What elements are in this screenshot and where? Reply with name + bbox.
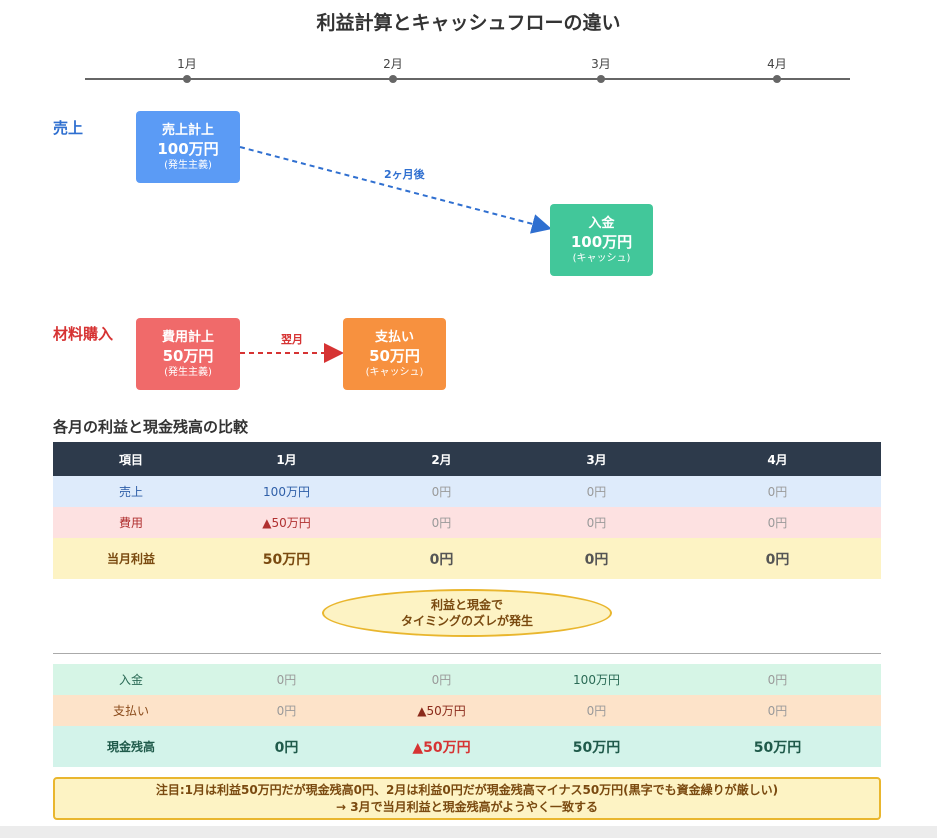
inflow-cell-4: 0円 bbox=[674, 664, 881, 695]
purchase-delay-label: 翌月 bbox=[281, 333, 303, 346]
cash-balance-cell-2: ▲50万円 bbox=[364, 726, 519, 767]
sales-record-amount: 100万円 bbox=[157, 139, 219, 158]
sales-cash-amount: 100万円 bbox=[570, 232, 633, 251]
key-point-line-2: → 3月で当月利益と現金残高がようやく一致する bbox=[336, 799, 598, 814]
inflow-cell-1: 0円 bbox=[209, 664, 364, 695]
cash-balance-cell-1: 0円 bbox=[209, 726, 364, 767]
section-divider bbox=[53, 653, 881, 654]
timing-gap-line-1: 利益と現金で bbox=[430, 598, 503, 612]
sales-record-basis: (発生主義) bbox=[164, 159, 212, 171]
timing-gap-line-2: タイミングのズレが発生 bbox=[400, 614, 533, 628]
sales-cash-basis: (キャッシュ) bbox=[572, 252, 631, 264]
timeline-month-4: 4月 bbox=[767, 57, 787, 71]
header-month-3: 3月 bbox=[519, 442, 674, 476]
expense-record-box: 費用計上 50万円 (発生主義) bbox=[136, 318, 240, 390]
timeline-dot-1 bbox=[183, 75, 191, 83]
sales-section-label: 売上 bbox=[53, 119, 84, 137]
sales-cell-1: 100万円 bbox=[209, 476, 364, 507]
sales-cell-4: 0円 bbox=[674, 476, 881, 507]
cash-table: 入金 0円 0円 100万円 0円 支払い 0円 ▲50万円 0円 0円 現金残… bbox=[53, 664, 881, 767]
sales-row-label: 売上 bbox=[53, 476, 209, 507]
outflow-row: 支払い 0円 ▲50万円 0円 0円 bbox=[53, 695, 881, 726]
comparison-table-title: 各月の利益と現金残高の比較 bbox=[53, 418, 249, 436]
sales-cell-2: 0円 bbox=[364, 476, 519, 507]
inflow-row: 入金 0円 0円 100万円 0円 bbox=[53, 664, 881, 695]
profit-table-header: 項目 1月 2月 3月 4月 bbox=[53, 442, 881, 476]
expense-record-basis: (発生主義) bbox=[164, 366, 212, 378]
timeline-month-3: 3月 bbox=[591, 57, 611, 71]
inflow-row-label: 入金 bbox=[53, 664, 209, 695]
sales-cell-3: 0円 bbox=[519, 476, 674, 507]
payment-cash-amount: 50万円 bbox=[369, 346, 420, 365]
timeline-dot-2 bbox=[389, 75, 397, 83]
expense-record-title: 費用計上 bbox=[161, 329, 214, 345]
payment-cash-title: 支払い bbox=[374, 329, 414, 345]
sales-row: 売上 100万円 0円 0円 0円 bbox=[53, 476, 881, 507]
header-month-1: 1月 bbox=[209, 442, 364, 476]
outflow-cell-2: ▲50万円 bbox=[364, 695, 519, 726]
expense-row: 費用 ▲50万円 0円 0円 0円 bbox=[53, 507, 881, 538]
sales-cash-box: 入金 100万円 (キャッシュ) bbox=[550, 204, 653, 276]
purchase-section-label: 材料購入 bbox=[53, 325, 114, 343]
header-item: 項目 bbox=[53, 442, 209, 476]
inflow-cell-2: 0円 bbox=[364, 664, 519, 695]
cash-balance-cell-3: 50万円 bbox=[519, 726, 674, 767]
outflow-cell-1: 0円 bbox=[209, 695, 364, 726]
timeline-dot-4 bbox=[773, 75, 781, 83]
payment-cash-box: 支払い 50万円 (キャッシュ) bbox=[343, 318, 446, 390]
expense-row-label: 費用 bbox=[53, 507, 209, 538]
payment-cash-basis: (キャッシュ) bbox=[365, 366, 424, 378]
inflow-cell-3: 100万円 bbox=[519, 664, 674, 695]
bottom-scroll-edge bbox=[0, 826, 937, 838]
expense-cell-2: 0円 bbox=[364, 507, 519, 538]
profit-cell-4: 0円 bbox=[674, 538, 881, 579]
profit-cell-2: 0円 bbox=[364, 538, 519, 579]
expense-cell-4: 0円 bbox=[674, 507, 881, 538]
sales-record-title: 売上計上 bbox=[161, 122, 214, 138]
profit-table: 項目 1月 2月 3月 4月 売上 100万円 0円 0円 0円 費用 ▲50万… bbox=[53, 442, 881, 579]
profit-row-label: 当月利益 bbox=[53, 538, 209, 579]
outflow-row-label: 支払い bbox=[53, 695, 209, 726]
timeline-month-2: 2月 bbox=[383, 57, 403, 71]
profit-row: 当月利益 50万円 0円 0円 0円 bbox=[53, 538, 881, 579]
timeline-dot-3 bbox=[597, 75, 605, 83]
header-month-4: 4月 bbox=[674, 442, 881, 476]
cash-balance-row: 現金残高 0円 ▲50万円 50万円 50万円 bbox=[53, 726, 881, 767]
timeline-axis bbox=[85, 78, 850, 80]
header-month-2: 2月 bbox=[364, 442, 519, 476]
key-point-note: 注目:1月は利益50万円だが現金残高0円、2月は利益0円だが現金残高マイナス50… bbox=[53, 777, 881, 820]
cash-balance-label: 現金残高 bbox=[53, 726, 209, 767]
sales-cash-title: 入金 bbox=[588, 215, 615, 231]
profit-cell-3: 0円 bbox=[519, 538, 674, 579]
expense-record-amount: 50万円 bbox=[162, 346, 214, 365]
expense-cell-1: ▲50万円 bbox=[209, 507, 364, 538]
cash-balance-cell-4: 50万円 bbox=[674, 726, 881, 767]
sales-record-box: 売上計上 100万円 (発生主義) bbox=[136, 111, 240, 183]
timing-gap-callout: 利益と現金で タイミングのズレが発生 bbox=[322, 589, 612, 637]
sales-delay-label: 2ヶ月後 bbox=[384, 168, 425, 181]
sales-flow-arrow bbox=[239, 146, 552, 234]
profit-cell-1: 50万円 bbox=[209, 538, 364, 579]
page-title: 利益計算とキャッシュフローの違い bbox=[316, 12, 621, 34]
timeline-month-1: 1月 bbox=[177, 57, 197, 71]
outflow-cell-3: 0円 bbox=[519, 695, 674, 726]
expense-cell-3: 0円 bbox=[519, 507, 674, 538]
key-point-line-1: 注目:1月は利益50万円だが現金残高0円、2月は利益0円だが現金残高マイナス50… bbox=[155, 782, 779, 797]
outflow-cell-4: 0円 bbox=[674, 695, 881, 726]
